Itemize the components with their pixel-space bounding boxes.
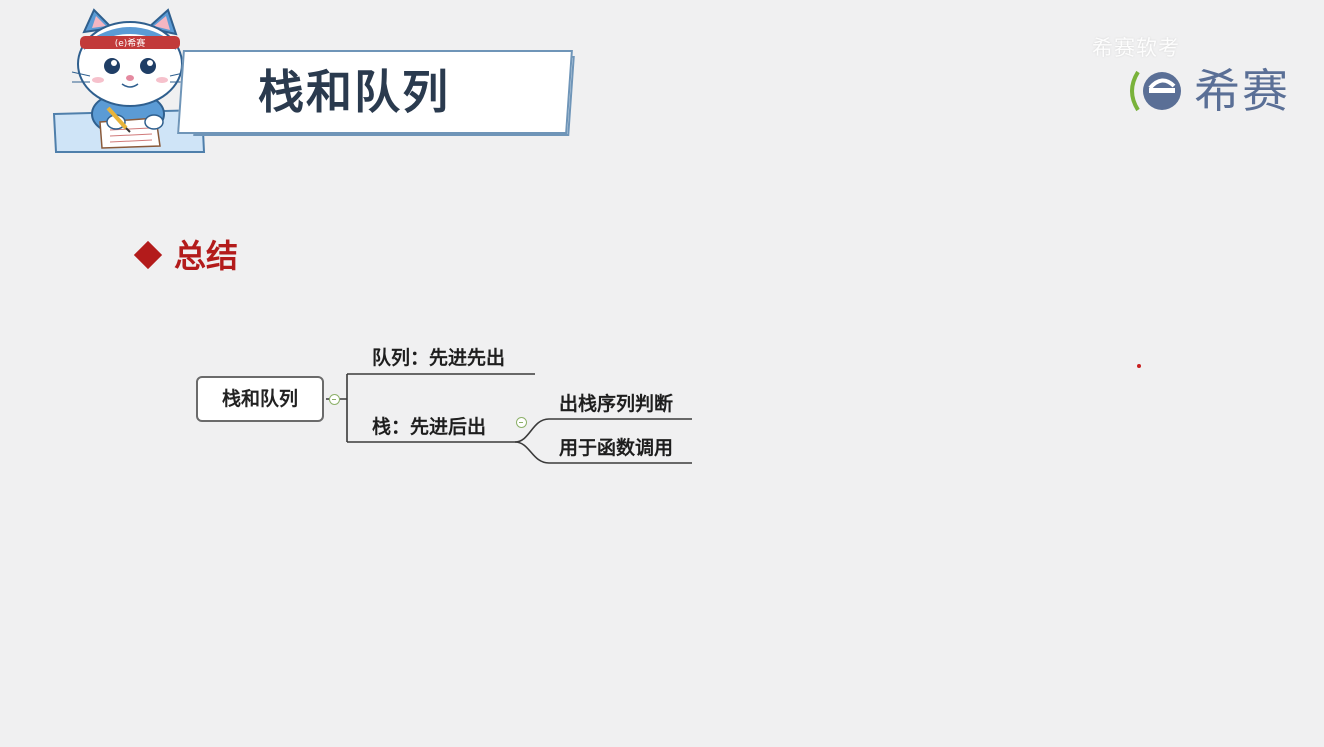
- watermark-text: 希赛软考: [1092, 36, 1180, 60]
- brand-name: 希赛: [1194, 64, 1290, 118]
- slide-title: 栈和队列: [258, 65, 450, 119]
- diamond-bullet-icon: [133, 240, 163, 270]
- mindmap-root-node[interactable]: 栈和队列: [196, 376, 324, 422]
- mindmap-node-stack[interactable]: 栈：先进后出: [372, 416, 487, 438]
- cat-mascot-icon: (e)希赛: [52, 8, 206, 153]
- mindmap-node-function-call[interactable]: 用于函数调用: [559, 437, 674, 459]
- collapse-toggle-icon[interactable]: [516, 417, 527, 428]
- mindmap-node-queue[interactable]: 队列：先进先出: [372, 347, 506, 369]
- brand-logo-icon: [1130, 70, 1181, 112]
- collapse-toggle-icon[interactable]: [329, 394, 340, 405]
- svg-text:(e)希赛: (e)希赛: [115, 37, 146, 49]
- mindmap-node-pop-sequence[interactable]: 出栈序列判断: [559, 393, 674, 415]
- section-heading: 总结: [174, 237, 239, 275]
- pointer-dot: [1137, 364, 1141, 368]
